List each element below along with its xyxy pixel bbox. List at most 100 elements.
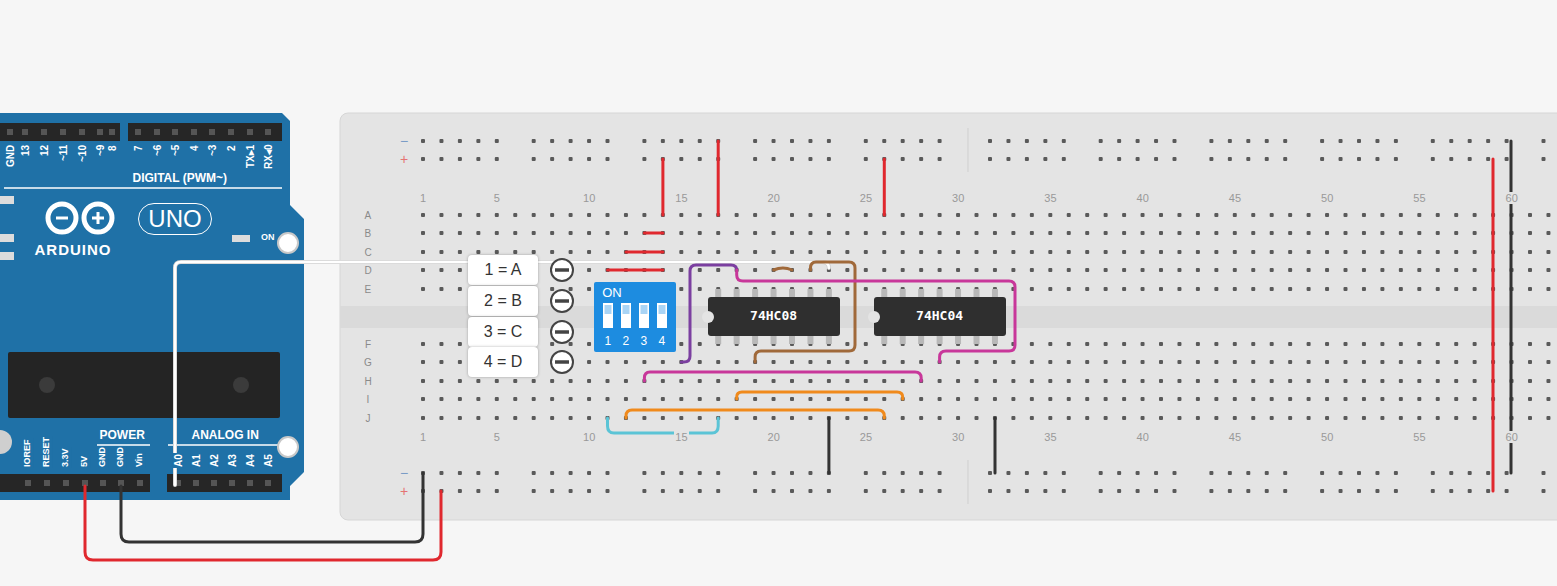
breadboard-hole (1454, 250, 1458, 254)
breadboard-hole (1436, 268, 1440, 272)
breadboard-hole (495, 416, 499, 420)
breadboard-hole (1542, 157, 1546, 161)
breadboard-hole (476, 231, 480, 235)
breadboard-hole (808, 397, 812, 401)
breadboard-hole (458, 139, 462, 143)
column-number: 20 (767, 431, 781, 443)
breadboard-hole (1546, 268, 1550, 272)
breadboard-hole (1177, 360, 1181, 364)
breadboard-hole (458, 250, 462, 254)
breadboard-hole (1454, 287, 1458, 291)
breadboard-hole (753, 231, 757, 235)
breadboard-hole (550, 250, 554, 254)
breadboard-hole (772, 231, 776, 235)
switch-slot (657, 303, 667, 328)
breadboard-hole (1117, 489, 1121, 493)
breadboard-hole (1468, 157, 1472, 161)
header-title: ANALOG IN (192, 429, 259, 442)
breadboard-hole (1099, 139, 1103, 143)
breadboard-hole (698, 250, 702, 254)
ic-chip: 74HC04 (874, 297, 1006, 336)
breadboard-hole (587, 342, 591, 346)
breadboard-hole (1265, 471, 1269, 475)
breadboard-hole (550, 231, 554, 235)
breadboard-hole (808, 471, 812, 475)
breadboard-hole (827, 231, 831, 235)
breadboard-hole (587, 157, 591, 161)
breadboard-hole (901, 139, 905, 143)
callout-text: 3 = C (484, 323, 523, 341)
pin-name: 7 (133, 145, 144, 151)
breadboard-hole (1288, 342, 1292, 346)
breadboard-hole (1339, 139, 1343, 143)
breadboard-hole (1067, 213, 1071, 217)
breadboard-hole (1468, 489, 1472, 493)
breadboard-hole (421, 379, 425, 383)
breadboard-hole (735, 231, 739, 235)
header-pin (97, 129, 103, 135)
jumper-wire (608, 418, 719, 433)
breadboard-hole (1270, 379, 1274, 383)
breadboard-hole (1399, 213, 1403, 217)
breadboard-hole (1431, 471, 1435, 475)
breadboard-hole (532, 139, 536, 143)
breadboard-hole (790, 231, 794, 235)
jumper-wire (85, 486, 441, 560)
breadboard-hole (1048, 213, 1052, 217)
breadboard-hole (1399, 250, 1403, 254)
breadboard-hole (1546, 397, 1550, 401)
breadboard-hole (1099, 157, 1103, 161)
breadboard-hole (421, 139, 425, 143)
breadboard-hole (753, 489, 757, 493)
breadboard-hole (735, 416, 739, 420)
ic-pin (752, 335, 758, 344)
column-number: 60 (1505, 431, 1519, 443)
breadboard-hole (1394, 157, 1398, 161)
breadboard-hole (1011, 268, 1015, 272)
breadboard-hole (1436, 360, 1440, 364)
breadboard-hole (624, 360, 628, 364)
breadboard-hole (606, 360, 610, 364)
breadboard-hole (772, 471, 776, 475)
breadboard-hole (421, 397, 425, 401)
breadboard-hole (808, 360, 812, 364)
breadboard-hole (772, 250, 776, 254)
breadboard-hole (845, 379, 849, 383)
breadboard-hole (1177, 342, 1181, 346)
breadboard-hole (1339, 471, 1343, 475)
breadboard-hole (679, 231, 683, 235)
breadboard-hole (1067, 416, 1071, 420)
breadboard-hole (790, 416, 794, 420)
breadboard-hole (1104, 397, 1108, 401)
breadboard-hole (458, 268, 462, 272)
row-letter: I (367, 394, 370, 405)
switch-lever (641, 305, 648, 314)
breadboard-hole (716, 471, 720, 475)
breadboard-hole (1528, 213, 1532, 217)
breadboard-hole (864, 157, 868, 161)
breadboard-hole (1399, 287, 1403, 291)
pin-name: GND (98, 446, 108, 468)
breadboard-hole (1025, 489, 1029, 493)
breadboard-hole (1025, 157, 1029, 161)
breadboard-hole (587, 471, 591, 475)
breadboard-hole (1270, 231, 1274, 235)
breadboard-hole (495, 489, 499, 493)
breadboard-hole (1159, 397, 1163, 401)
breadboard-hole (1233, 268, 1237, 272)
breadboard-hole (495, 471, 499, 475)
breadboard-hole (1214, 250, 1218, 254)
breadboard-hole (642, 397, 646, 401)
pin-name: A4 (245, 453, 256, 468)
breadboard-hole (938, 268, 942, 272)
breadboard-hole (1307, 231, 1311, 235)
breadboard-hole (790, 157, 794, 161)
breadboard-hole (458, 287, 462, 291)
breadboard-hole (1344, 213, 1348, 217)
breadboard-hole (919, 231, 923, 235)
breadboard-hole (1030, 287, 1034, 291)
breadboard-hole (476, 489, 480, 493)
breadboard-hole (735, 213, 739, 217)
breadboard-hole (532, 471, 536, 475)
jumper-wire (121, 473, 423, 542)
